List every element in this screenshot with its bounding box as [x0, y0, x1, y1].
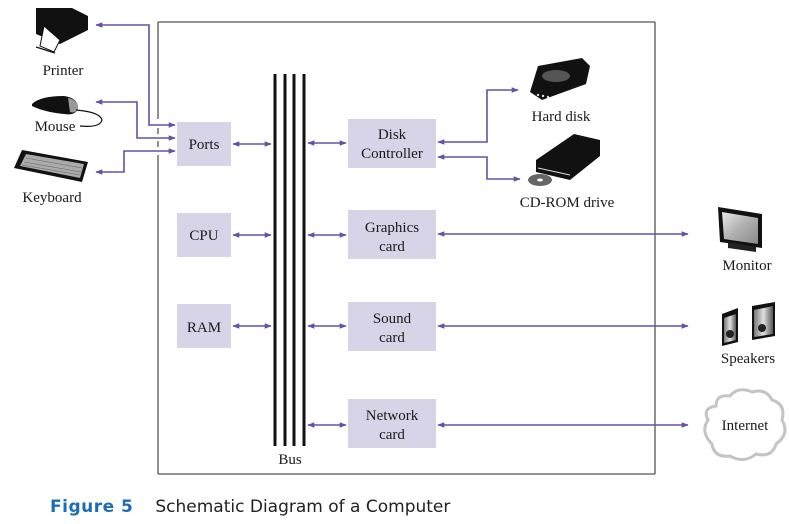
cdrom-drive-icon — [528, 134, 600, 186]
speakers-device: Speakers — [721, 302, 775, 367]
bus-label: Bus — [278, 452, 302, 468]
external-connections — [437, 231, 689, 428]
figure-title: Schematic Diagram of a Computer — [155, 497, 451, 517]
keyboard-label: Keyboard — [22, 190, 82, 206]
mouse-device: Mouse — [32, 96, 103, 135]
printer-icon — [35, 8, 88, 54]
internet-label: Internet — [722, 418, 769, 434]
network-card-box: Network card — [348, 399, 436, 448]
ports-box: Ports — [177, 122, 231, 166]
disk-controller-box: Disk Controller — [348, 119, 436, 168]
speakers-icon — [722, 302, 775, 346]
hard-disk-icon — [530, 58, 590, 100]
sound-card-label-line2: card — [379, 330, 405, 346]
sound-card-label-line1: Sound — [373, 311, 412, 327]
ports-label: Ports — [189, 137, 220, 153]
cdrom-device: CD-ROM drive — [520, 134, 615, 211]
network-card-label-line2: card — [379, 427, 405, 443]
graphics-card-label-line2: card — [379, 239, 405, 255]
ram-box: RAM — [177, 304, 231, 348]
arrow-ports-keyboard — [95, 148, 176, 175]
printer-device: Printer — [35, 8, 88, 79]
mouse-icon — [32, 96, 103, 127]
port-connections — [95, 22, 176, 175]
cpu-label: CPU — [189, 228, 218, 244]
figure-number: Figure 5 — [50, 497, 134, 517]
network-card-label-line1: Network — [366, 408, 419, 424]
disk-connections — [437, 87, 521, 182]
monitor-device: Monitor — [718, 207, 772, 274]
printer-label: Printer — [43, 63, 84, 79]
arrow-ports-mouse — [95, 99, 176, 141]
monitor-icon — [718, 207, 762, 252]
disk-controller-label-line2: Controller — [361, 146, 423, 162]
cdrom-label: CD-ROM drive — [520, 195, 615, 211]
system-unit-frame — [157, 21, 656, 475]
arrow-ports-printer — [95, 22, 176, 128]
figure-caption: Figure 5 Schematic Diagram of a Computer — [50, 497, 450, 517]
cpu-box: CPU — [177, 213, 231, 257]
ram-label: RAM — [187, 320, 221, 336]
disk-controller-label-line1: Disk — [378, 127, 407, 143]
cloud-icon — [703, 388, 787, 461]
sound-card-box: Sound card — [348, 302, 436, 351]
mouse-label: Mouse — [35, 119, 76, 135]
monitor-label: Monitor — [722, 258, 771, 274]
arrow-disk-controller-hard-disk — [437, 87, 519, 145]
graphics-card-label-line1: Graphics — [365, 220, 419, 236]
internet-device: Internet — [703, 388, 787, 461]
hard-disk-label: Hard disk — [532, 109, 591, 125]
keyboard-device: Keyboard — [14, 150, 88, 206]
system-bus: Bus — [273, 74, 306, 468]
arrow-disk-controller-cdrom — [437, 154, 521, 182]
bus-connections — [232, 140, 347, 428]
hard-disk-device: Hard disk — [530, 58, 591, 125]
keyboard-icon — [14, 150, 88, 182]
graphics-card-box: Graphics card — [348, 210, 436, 259]
speakers-label: Speakers — [721, 351, 775, 367]
